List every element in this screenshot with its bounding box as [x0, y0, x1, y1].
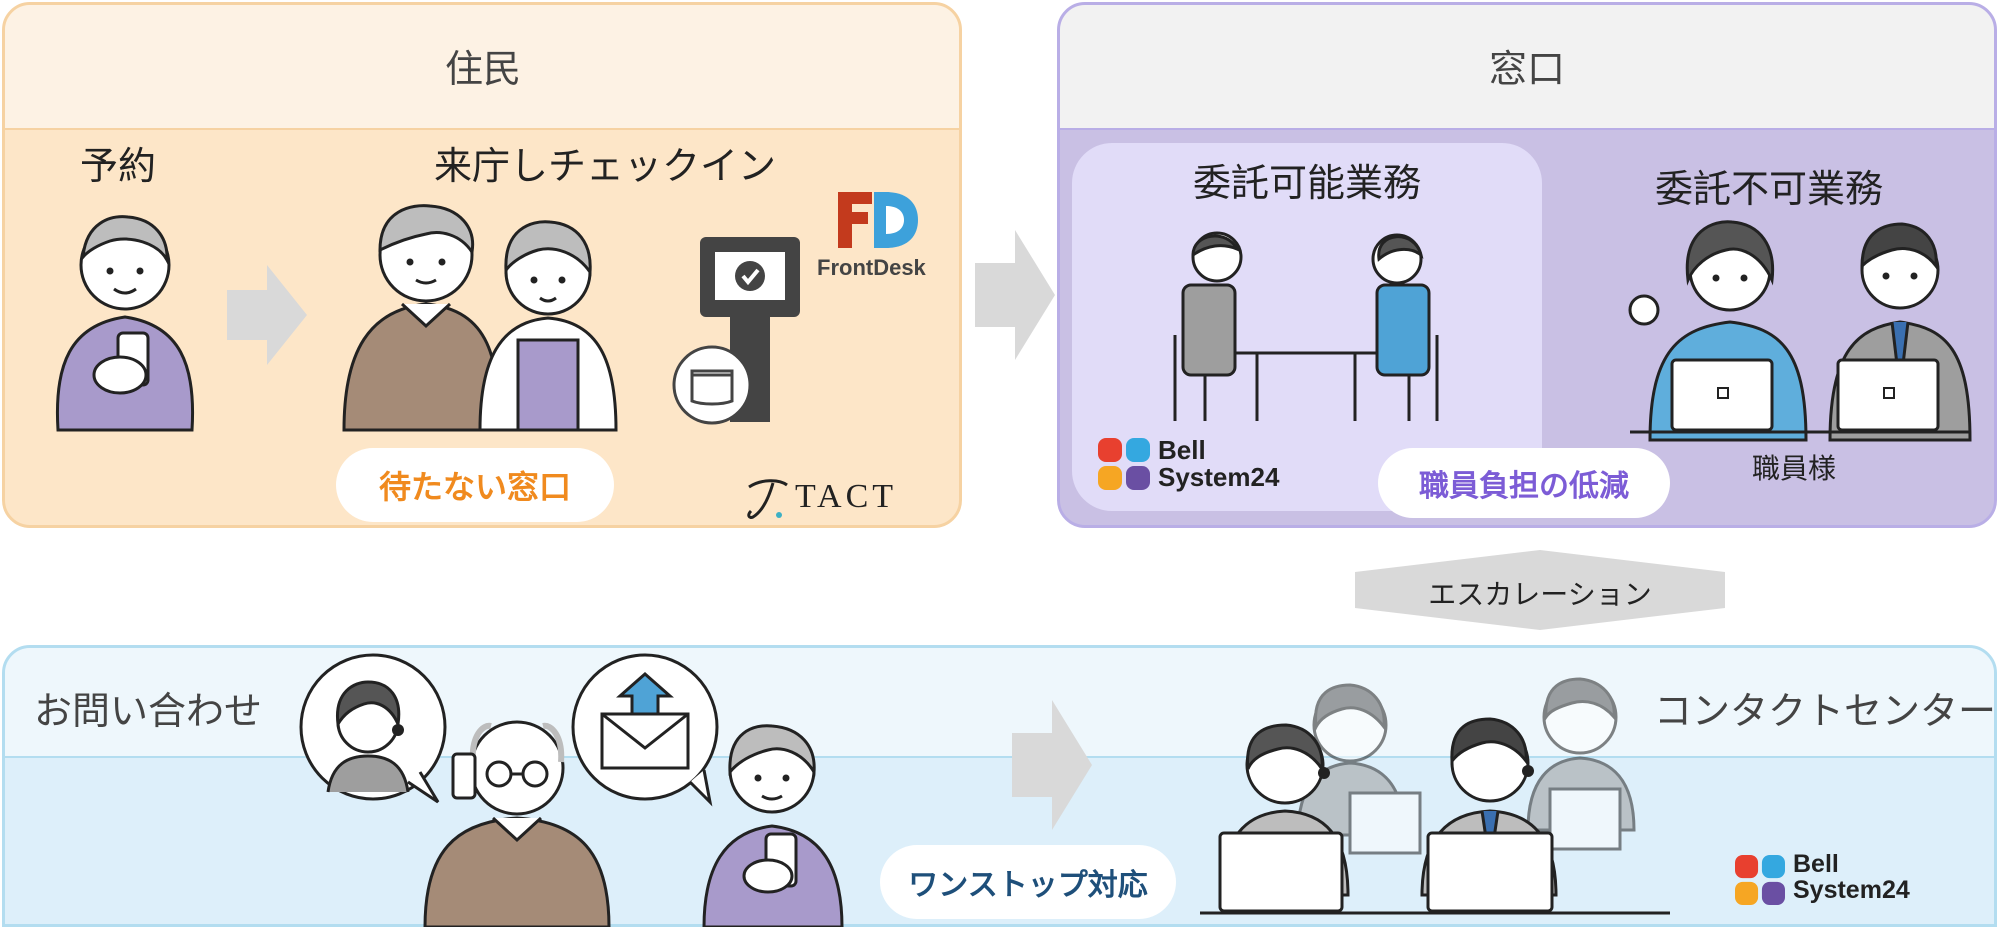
resident-highlight-text: 待たない窓口	[378, 468, 571, 506]
contact-highlight-text: ワンストップ対応	[908, 868, 1148, 903]
consultation-scene-illustration	[1173, 231, 1439, 421]
bell-system24-logo-icon	[1735, 855, 1785, 905]
tact-logo-text: TACT	[795, 478, 898, 515]
resident-highlight-badge: 待たない窓口	[336, 448, 614, 522]
outsourceable-label: 委託可能業務	[1192, 161, 1421, 205]
staff-label: 職員様	[1752, 452, 1837, 485]
bell-logo-line2: System24	[1158, 462, 1280, 492]
right-arrow-icon	[227, 265, 307, 365]
bell-logo-line1: Bell	[1158, 435, 1206, 465]
reserve-label: 予約	[80, 144, 157, 188]
bell-logo-line2-contact: System24	[1793, 876, 1910, 904]
counter-title: 窓口	[1488, 47, 1565, 91]
caller-illustration	[423, 720, 611, 927]
frontdesk-logo-text: FrontDesk	[817, 255, 926, 280]
escalation-label: エスカレーション	[1428, 578, 1652, 611]
tact-logo-icon	[747, 479, 788, 519]
counter-header	[1060, 5, 1994, 130]
counter-highlight-text: 職員負担の低減	[1419, 469, 1629, 504]
escalation-arrow-icon	[1355, 550, 1725, 630]
checkin-kiosk-icon	[700, 237, 800, 422]
bell-logo-line1-contact: Bell	[1793, 850, 1839, 878]
inquiry-label: お問い合わせ	[34, 689, 263, 733]
caller-phone-illustration	[702, 724, 844, 927]
ticket-icon	[672, 345, 752, 425]
resident-phone-person-illustration	[55, 215, 195, 432]
right-arrow-icon	[975, 230, 1055, 360]
resident-couple-illustration	[342, 204, 618, 432]
counter-highlight-badge: 職員負担の低減	[1378, 448, 1670, 518]
operators-illustration	[1200, 677, 1670, 915]
staff-laptop-illustration	[1628, 220, 1972, 442]
mail-upload-icon	[571, 653, 719, 807]
contact-center-label: コンタクトセンター	[1654, 689, 1997, 733]
non-outsourceable-label: 委託不可業務	[1655, 167, 1884, 211]
resident-title: 住民	[444, 47, 521, 91]
frontdesk-logo-icon	[838, 192, 918, 248]
contact-highlight-badge: ワンストップ対応	[880, 845, 1176, 919]
checkin-label: 来庁しチェックイン	[434, 144, 777, 188]
resident-header	[5, 5, 959, 130]
headset-icon	[299, 653, 447, 804]
right-arrow-icon	[1012, 700, 1092, 830]
bell-system24-logo-icon	[1098, 438, 1150, 490]
